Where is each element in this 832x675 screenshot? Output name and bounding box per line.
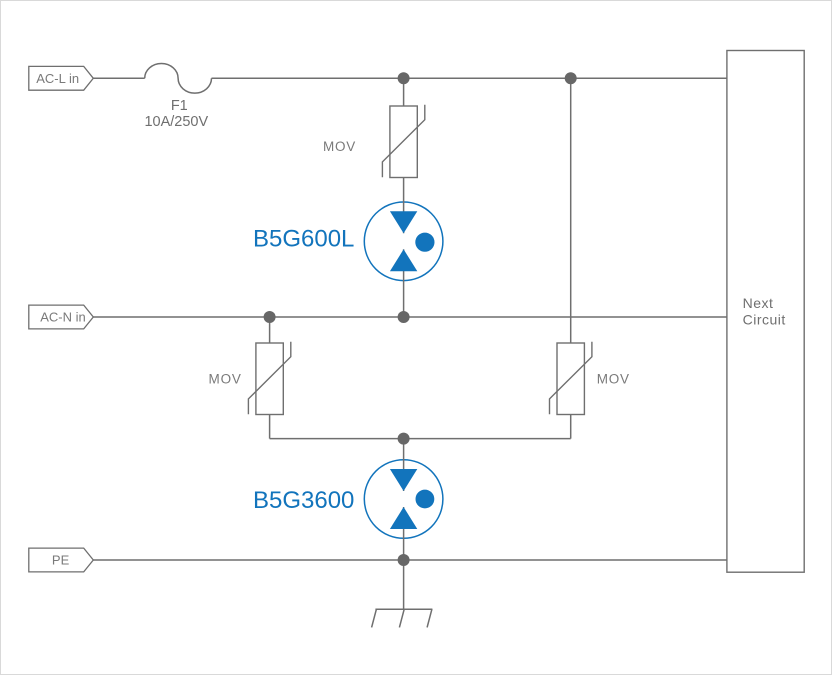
svg-text:B5G3600: B5G3600 — [253, 487, 354, 514]
svg-text:AC-N in: AC-N in — [40, 310, 86, 325]
svg-text:Next: Next — [743, 295, 774, 311]
svg-text:PE: PE — [52, 553, 70, 568]
svg-text:MOV: MOV — [597, 371, 630, 386]
svg-text:F1: F1 — [171, 98, 188, 114]
svg-text:MOV: MOV — [209, 371, 242, 386]
svg-text:Circuit: Circuit — [743, 311, 786, 327]
svg-text:10A/250V: 10A/250V — [144, 114, 208, 130]
svg-text:AC-L in: AC-L in — [36, 71, 79, 86]
svg-text:MOV: MOV — [323, 139, 356, 154]
svg-text:B5G600L: B5G600L — [253, 226, 354, 253]
